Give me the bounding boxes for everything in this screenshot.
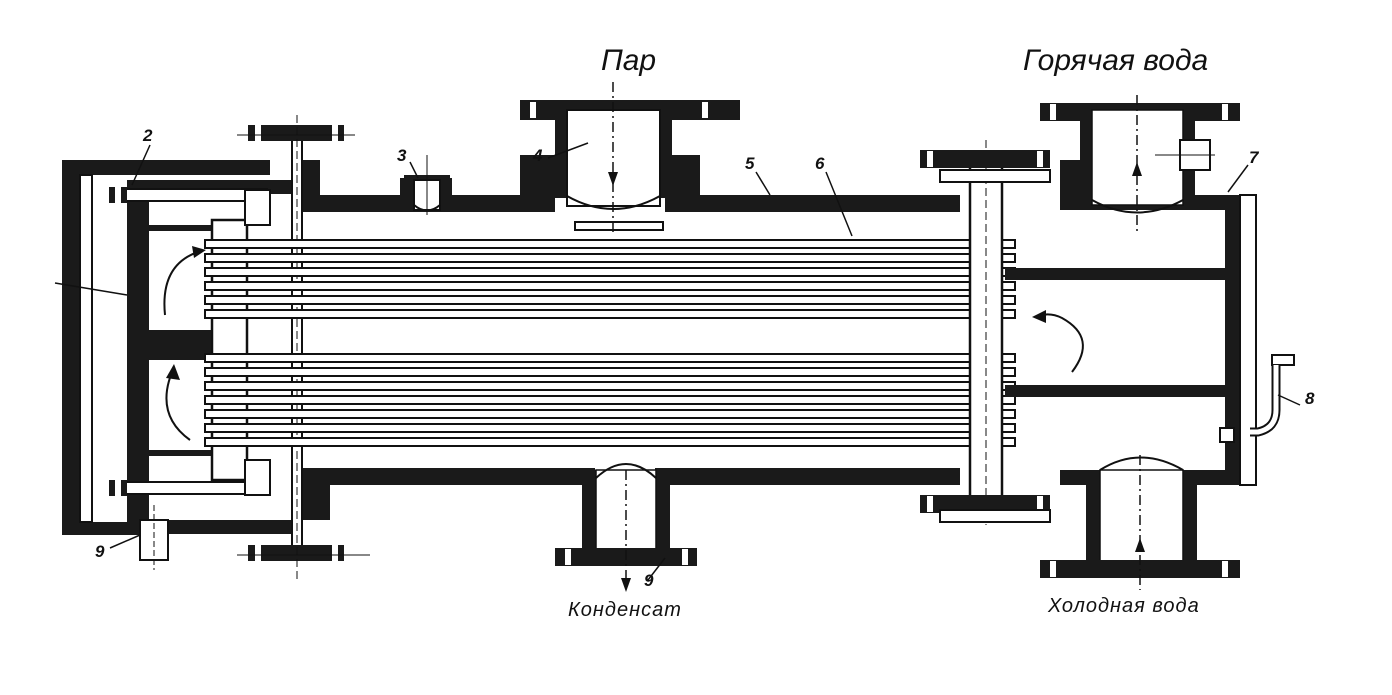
condensate-label: Конденсат	[568, 599, 682, 621]
callout-4: 4	[533, 146, 543, 165]
steam-label: Пар	[601, 44, 657, 77]
condensate-nozzle	[555, 463, 697, 592]
steam-nozzle	[520, 82, 740, 232]
air-vent-valve	[1219, 354, 1301, 443]
tube-bundle	[204, 239, 1016, 447]
callout-2: 2	[143, 126, 153, 145]
callout-7: 7	[1249, 148, 1259, 167]
callout-9-condensate: 9	[644, 571, 654, 590]
hot-water-nozzle	[1040, 95, 1240, 232]
cold-water-label: Холодная вода	[1048, 595, 1200, 617]
callout-3: 3	[397, 146, 407, 165]
left-tube-sheet	[210, 115, 370, 580]
callout-6: 6	[815, 154, 825, 173]
callout-5: 5	[745, 154, 755, 173]
cold-water-nozzle	[1040, 455, 1240, 590]
left-head	[54, 160, 302, 570]
leader-lines	[109, 142, 1249, 581]
vent-fitting	[404, 155, 450, 215]
callout-8: 8	[1305, 389, 1315, 408]
right-head	[1005, 160, 1257, 486]
callout-9-drain: 9	[95, 542, 105, 561]
hot-water-label: Горячая вода	[1023, 44, 1209, 77]
right-tube-sheet	[920, 140, 1051, 525]
